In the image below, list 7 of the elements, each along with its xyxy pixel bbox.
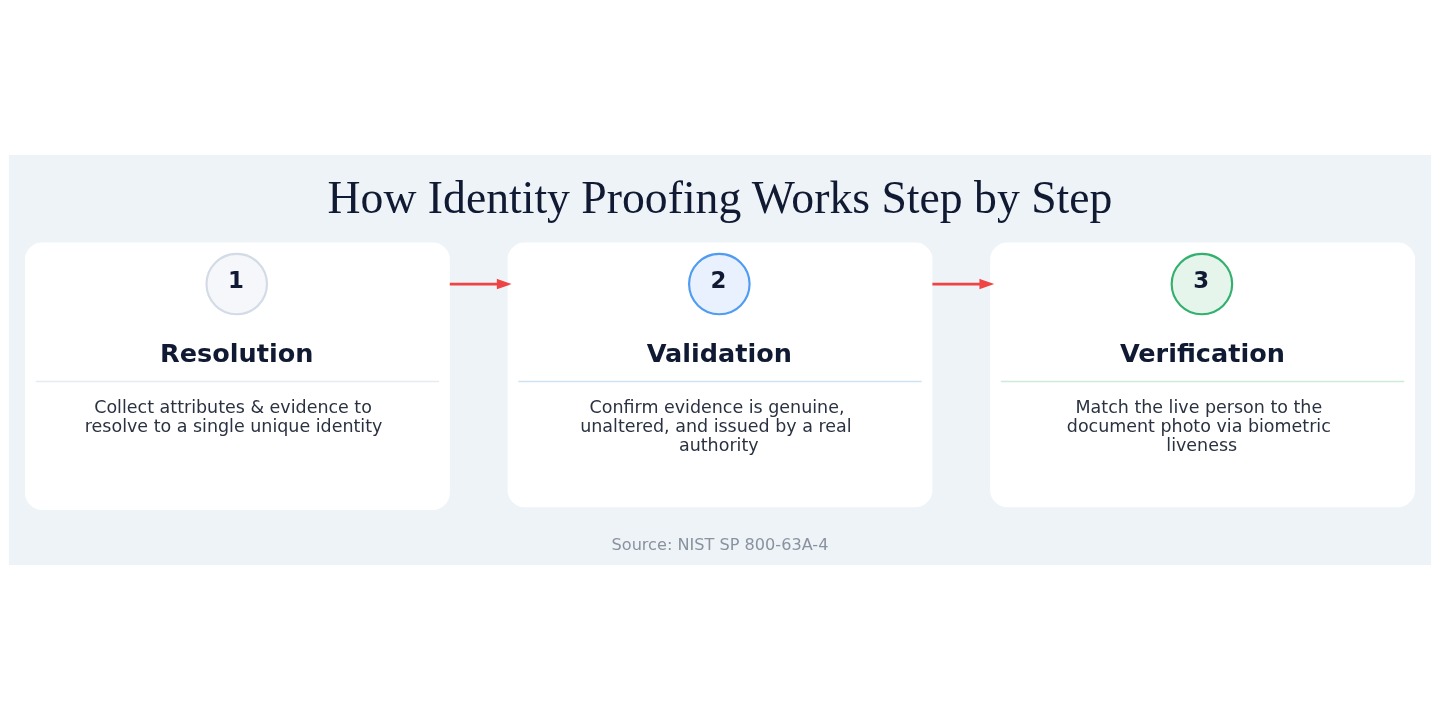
node-circle: 1 (205, 252, 269, 316)
diagram-title: How Identity Proofing Works Step by Step (327, 172, 1113, 224)
node-circle: 3 (1170, 252, 1234, 316)
arrow (449, 278, 512, 290)
node-circle: 2 (688, 252, 751, 316)
arrow (932, 278, 995, 290)
caption: Source: NIST SP 800-63A-4 (611, 534, 829, 554)
